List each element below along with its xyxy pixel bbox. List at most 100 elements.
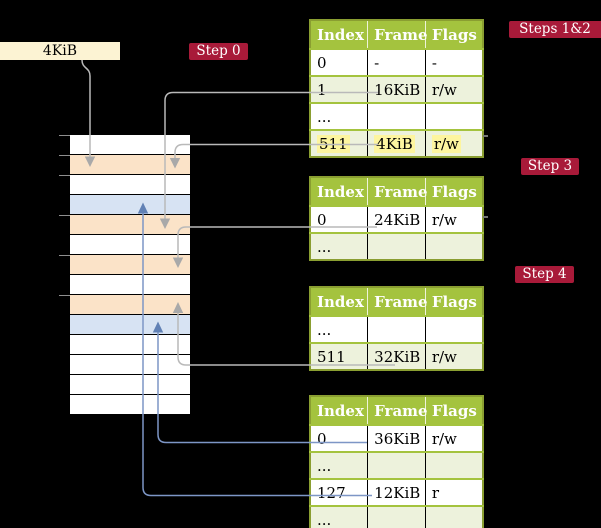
- memory-row: [70, 175, 190, 195]
- table-cell-text: r/w: [431, 80, 457, 99]
- table-cell-text: 16KiB: [374, 80, 421, 99]
- table-cell: 127: [310, 478, 369, 506]
- table-cell: 511: [310, 342, 369, 370]
- table-cell-text: r/w: [431, 134, 461, 153]
- column-header: Flags: [425, 396, 483, 425]
- table-cell-text: 0: [317, 53, 327, 72]
- table-cell: ...: [310, 232, 369, 260]
- table-cell: [425, 102, 483, 130]
- table-row: ...: [310, 232, 483, 260]
- address-tick: [59, 155, 70, 156]
- cr3-value-box: 4KiB: [0, 42, 120, 60]
- table-cell: r: [425, 478, 483, 506]
- table-row: 0 36KiB r/w: [310, 424, 483, 452]
- table-cell: ...: [310, 315, 369, 343]
- table-cell: 24KiB: [367, 205, 426, 233]
- table-row: ...: [310, 505, 483, 528]
- table-cell: r/w: [425, 205, 483, 233]
- memory-row: [70, 135, 190, 155]
- badge-step-0-label: Step 0: [196, 42, 241, 59]
- table-cell-text: r: [431, 483, 439, 502]
- memory-row: [70, 215, 190, 235]
- table-cell-text: r/w: [431, 347, 457, 366]
- table-cell: [367, 505, 426, 528]
- table-row: 1 16KiB r/w: [310, 75, 483, 103]
- memory-row: [70, 315, 190, 335]
- memory-row: [70, 335, 190, 355]
- address-tick: [59, 175, 70, 176]
- memory-row: [70, 155, 190, 175]
- table-row: ...: [310, 102, 483, 130]
- table-cell-text: 0: [317, 210, 327, 229]
- table-cell: 4KiB: [367, 129, 426, 157]
- table-cell: ...: [310, 451, 369, 479]
- table-cell: -: [425, 48, 483, 76]
- table-cell: 32KiB: [367, 342, 426, 370]
- table-cell-text: ...: [317, 510, 332, 528]
- memory-row: [70, 195, 190, 215]
- memory-row: [70, 235, 190, 255]
- table-cell: [367, 232, 426, 260]
- badge-step-3: Step 3: [521, 158, 579, 175]
- memory-row: [70, 275, 190, 295]
- column-header: Frame: [367, 287, 428, 316]
- table-row: 0 - -: [310, 48, 483, 76]
- table-cell: 0: [310, 48, 369, 76]
- badge-step-4: Step 4: [515, 266, 574, 283]
- column-header: Frame: [367, 396, 428, 425]
- table-cell-text: r/w: [431, 429, 457, 448]
- table-row: ...: [310, 451, 483, 479]
- memory-row: [70, 255, 190, 275]
- table-cell-text: 36KiB: [374, 429, 421, 448]
- badge-steps-1-2-label: Steps 1&2: [519, 20, 591, 37]
- table-cell: [425, 505, 483, 528]
- column-header: Index: [310, 20, 369, 49]
- table-cell-text: -: [374, 53, 380, 72]
- table-cell: ...: [310, 505, 369, 528]
- table-cell: 0: [310, 205, 369, 233]
- address-tick: [59, 135, 70, 136]
- table-cell-text: 511: [317, 347, 346, 366]
- badge-step-3-label: Step 3: [527, 157, 573, 174]
- table-cell: [425, 232, 483, 260]
- memory-row: [70, 295, 190, 315]
- memory-row: [70, 375, 190, 395]
- table-cell: [425, 315, 483, 343]
- table-cell-text: ...: [317, 456, 332, 475]
- table-cell-text: ...: [317, 237, 332, 256]
- table-row: 511 4KiB r/w: [310, 129, 483, 157]
- table-cell-text: 0: [317, 429, 327, 448]
- table-cell-text: -: [431, 53, 437, 72]
- table-cell-text: ...: [317, 107, 332, 126]
- table-cell-text: ...: [317, 320, 332, 339]
- table-cell: [367, 102, 426, 130]
- table-cell: r/w: [425, 424, 483, 452]
- table-row: 0 24KiB r/w: [310, 205, 483, 233]
- table-row: 511 32KiB r/w: [310, 342, 483, 370]
- table-cell: ...: [310, 102, 369, 130]
- cr3-value-label: 4KiB: [42, 43, 78, 59]
- table-cell: [367, 451, 426, 479]
- table-cell: -: [367, 48, 426, 76]
- column-header: Flags: [425, 287, 483, 316]
- table-cell: 1: [310, 75, 369, 103]
- table-cell: 511: [310, 129, 369, 157]
- table-row: ...: [310, 315, 483, 343]
- badge-step-4-label: Step 4: [522, 265, 567, 282]
- table-cell: 12KiB: [367, 478, 426, 506]
- address-tick: [59, 215, 70, 216]
- address-tick: [59, 295, 70, 296]
- memory-row: [70, 395, 190, 415]
- column-header: Flags: [425, 20, 483, 49]
- table-cell-text: r/w: [431, 210, 457, 229]
- table-cell-text: 127: [317, 483, 346, 502]
- table-cell: 16KiB: [367, 75, 426, 103]
- table-row: 127 12KiB r: [310, 478, 483, 506]
- column-header: Index: [310, 396, 369, 425]
- table-cell-text: 511: [317, 134, 350, 153]
- table-cell: r/w: [425, 75, 483, 103]
- table-cell-text: 1: [317, 80, 327, 99]
